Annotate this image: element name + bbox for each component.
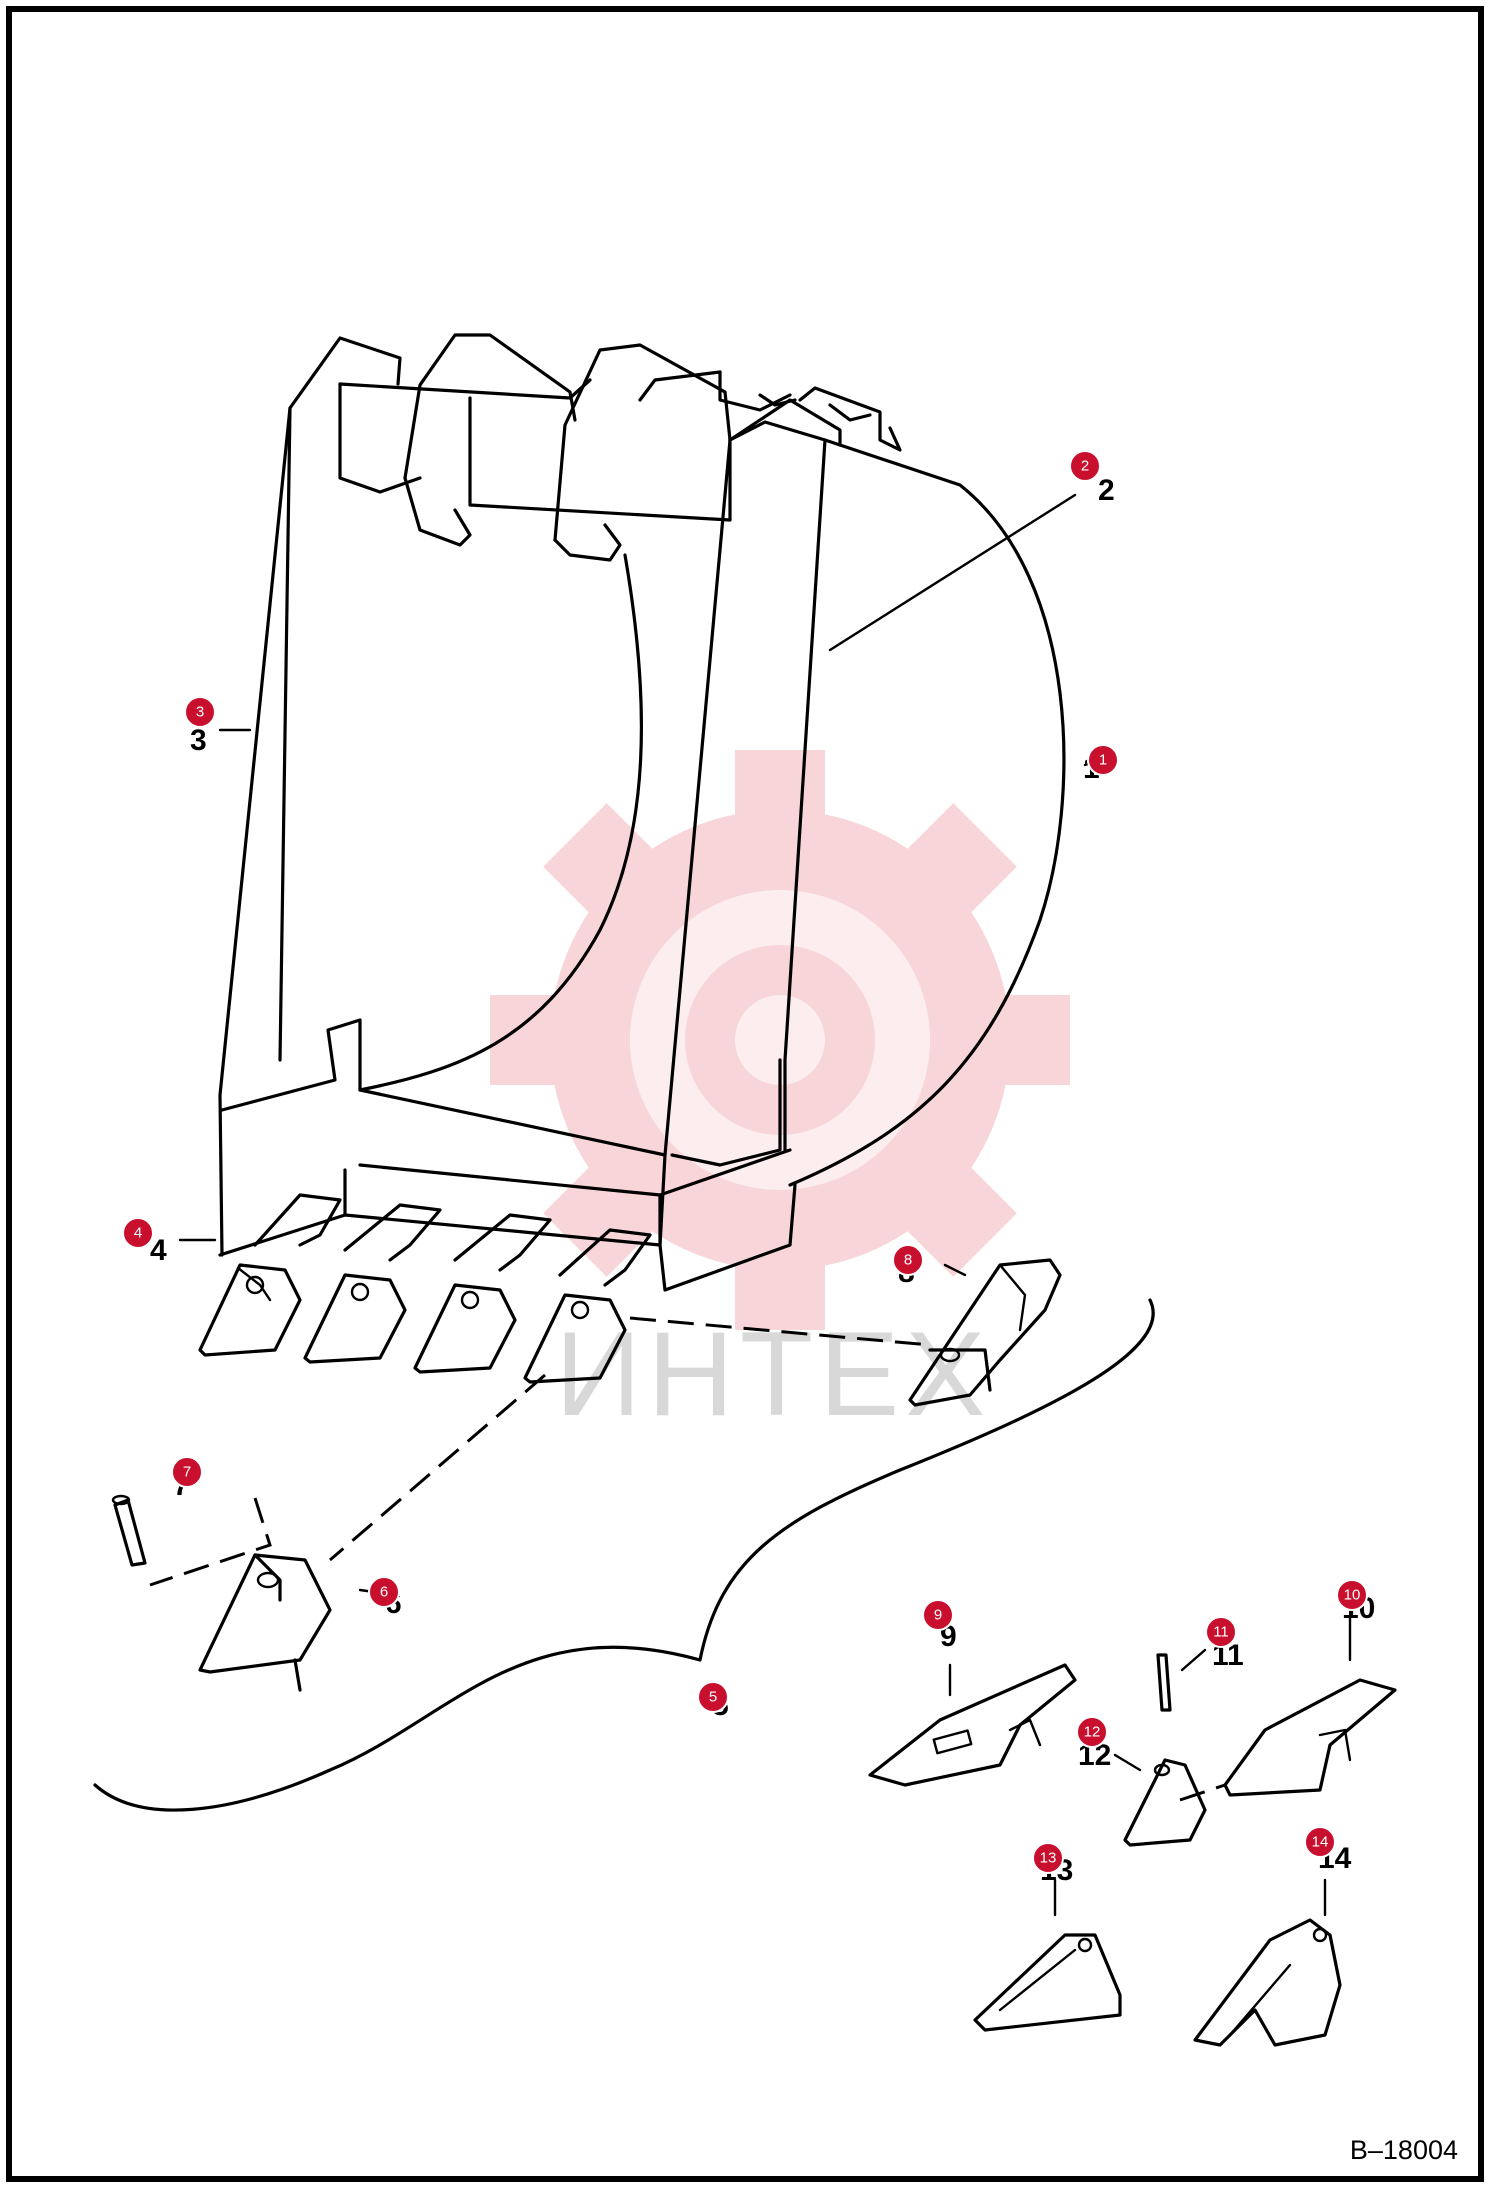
watermark-text: ИНТЕХ	[555, 1307, 991, 1441]
callout-5[interactable]: 5	[697, 1681, 729, 1713]
callout-8-label: 8	[904, 1252, 912, 1269]
callout-1-label: 1	[1099, 752, 1107, 769]
callout-5-label: 5	[709, 1689, 717, 1706]
drawing-reference-number: B–18004	[1349, 2135, 1458, 2165]
callout-10[interactable]: 10	[1336, 1579, 1368, 1611]
callout-13[interactable]: 13	[1032, 1842, 1064, 1874]
adapter-10-drawing	[1179, 1678, 1397, 1802]
tooth-12-drawing	[1123, 1758, 1207, 1847]
bucket-drawing	[198, 333, 1066, 1562]
adapter-9-drawing	[868, 1663, 1077, 1787]
callout-12[interactable]: 12	[1076, 1716, 1108, 1748]
callout-4-label: 4	[134, 1225, 142, 1242]
svg-text:3: 3	[190, 724, 207, 757]
pin-drawing	[111, 1494, 272, 1587]
callout-11[interactable]: 11	[1205, 1616, 1237, 1648]
callout-7-label: 7	[183, 1464, 191, 1481]
callout-7[interactable]: 7	[171, 1456, 203, 1488]
callout-11-label: 11	[1213, 1624, 1229, 1641]
callout-2[interactable]: 2	[1069, 450, 1101, 482]
callout-3[interactable]: 3	[184, 696, 216, 728]
callout-4[interactable]: 4	[122, 1217, 154, 1249]
callout-3-label: 3	[196, 704, 204, 721]
callout-6[interactable]: 6	[368, 1576, 400, 1608]
watermark-logo	[490, 750, 1070, 1330]
callout-8[interactable]: 8	[892, 1244, 924, 1276]
detail-region-outline	[93, 1298, 1155, 1812]
callout-12-label: 12	[1084, 1724, 1101, 1741]
tip-13-drawing	[973, 1933, 1122, 2032]
callout-2-label: 2	[1081, 458, 1089, 475]
callout-1[interactable]: 1	[1087, 744, 1119, 776]
callout-10-label: 10	[1344, 1587, 1361, 1604]
svg-text:4: 4	[150, 1234, 167, 1267]
svg-text:2: 2	[1098, 474, 1115, 507]
callout-9[interactable]: 9	[922, 1599, 954, 1631]
callout-14[interactable]: 14	[1304, 1826, 1336, 1858]
callout-6-label: 6	[380, 1584, 388, 1601]
drawing-frame	[6, 6, 1484, 2182]
callout-13-label: 13	[1040, 1850, 1057, 1867]
adapter-tooth-drawing	[908, 1258, 1062, 1407]
exploded-tooth-drawing	[198, 1553, 332, 1692]
pin-11-drawing	[1156, 1653, 1172, 1712]
callout-14-label: 14	[1312, 1834, 1329, 1851]
callout-9-label: 9	[934, 1607, 942, 1624]
tip-14-drawing	[1193, 1918, 1342, 2047]
